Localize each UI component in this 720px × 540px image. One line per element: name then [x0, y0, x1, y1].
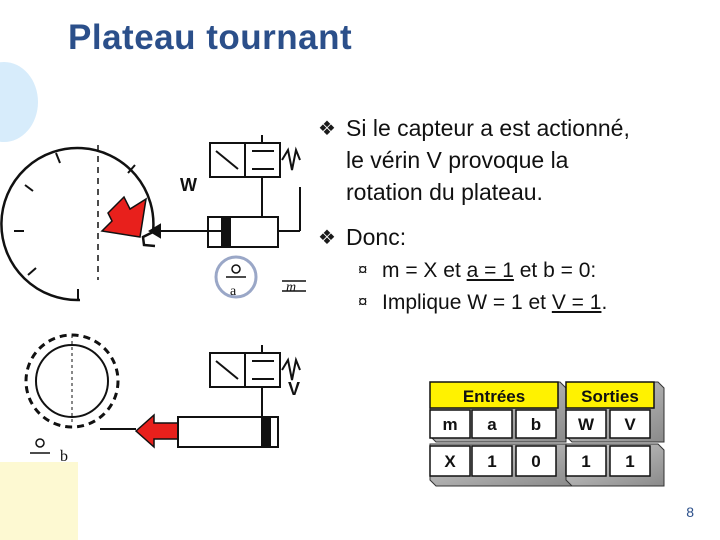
col-a: a	[487, 415, 497, 434]
upper-valve	[209, 135, 301, 187]
col-m: m	[442, 415, 457, 434]
bullet-2: ❖ Donc:	[318, 221, 718, 253]
decor-block-bottom	[0, 462, 78, 540]
outputs-header: Sorties	[581, 387, 639, 406]
cell-W: 1	[581, 452, 590, 471]
lower-valve	[209, 345, 301, 407]
cell-a: 1	[487, 452, 496, 471]
bullet-1-line-2: le vérin V provoque la	[346, 147, 569, 174]
bullet-1-line-3: rotation du plateau.	[346, 179, 543, 206]
diamond-bullet-icon: ❖	[318, 226, 336, 249]
page-number: 8	[686, 504, 694, 520]
rotation-arrow-upper	[100, 195, 147, 238]
cell-b: 0	[531, 452, 540, 471]
col-b: b	[531, 415, 541, 434]
currency-bullet-icon: ¤	[358, 259, 368, 279]
sensor-a	[214, 255, 258, 299]
label-m: m	[286, 280, 296, 295]
sub-bullet-1: ¤ m = X et a = 1 et b = 0:	[358, 255, 718, 288]
upper-cylinder	[148, 187, 301, 248]
turntable-notches	[14, 152, 136, 299]
sensor-b	[30, 438, 50, 454]
inputs-header: Entrées	[463, 387, 525, 406]
cell-V: 1	[625, 452, 634, 471]
label-a: a	[230, 284, 237, 299]
bullet-1-line-1: Si le capteur a est actionné,	[346, 115, 630, 141]
diamond-bullet-icon: ❖	[318, 118, 336, 140]
truth-table: Entrées Sorties m a b W V X 1 0 1 1	[429, 381, 665, 487]
turntable-diagram: W a m V	[0, 135, 306, 465]
sensor-m	[282, 280, 306, 292]
lower-cylinder	[100, 407, 279, 448]
bullet-2-text: Donc:	[346, 223, 407, 250]
label-W: W	[180, 175, 197, 195]
inputs-header-cell	[429, 381, 559, 409]
label-V: V	[288, 379, 300, 399]
currency-bullet-icon: ¤	[358, 292, 368, 312]
upper-turntable	[0, 146, 156, 302]
col-W: W	[578, 415, 595, 434]
label-b: b	[60, 448, 68, 465]
slide-title: Plateau tournant	[68, 18, 353, 57]
outputs-header-cell	[565, 381, 655, 409]
sub-bullet-2: ¤ Implique W = 1 et V = 1.	[358, 287, 718, 320]
bullet-1: ❖ Si le capteur a est actionné, le vérin…	[318, 112, 718, 209]
bullet-list: ❖ Si le capteur a est actionné, le vérin…	[318, 112, 718, 320]
cell-m: X	[444, 452, 456, 471]
col-V: V	[624, 415, 636, 434]
